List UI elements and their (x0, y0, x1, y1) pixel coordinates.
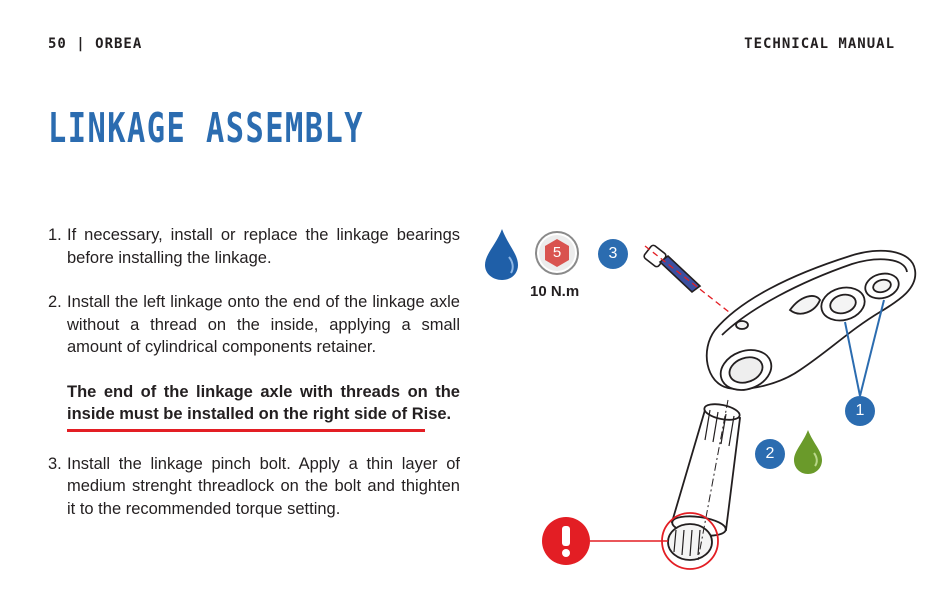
callout-3-badge (598, 239, 628, 269)
step-number: 3. (48, 454, 62, 473)
step-2: 2. Install the left linkage onto the end… (48, 291, 460, 359)
detail-circle (661, 512, 719, 570)
callout-2-badge (755, 439, 785, 469)
hex-bit-icon (535, 231, 579, 275)
linkage-axle (667, 403, 741, 561)
blue-drop-icon (485, 229, 518, 280)
page-number-brand: 50 | ORBEA (48, 36, 143, 52)
callout-1-badge (845, 396, 875, 426)
step-number: 1. (48, 226, 62, 244)
hex-size-label: 5 (552, 244, 562, 261)
step-1: 1. If necessary, install or replace the … (48, 224, 460, 269)
linkage-arm (705, 249, 917, 391)
linkage-diagram (485, 229, 917, 570)
callout-2: 2 (765, 445, 775, 462)
torque-label: 10 N.m (530, 283, 580, 300)
callout-1: 1 (855, 402, 865, 419)
pinch-bolt (643, 244, 702, 294)
step-number: 2. (48, 293, 62, 311)
exclamation-icon (542, 517, 590, 565)
step-text: If necessary, install or replace the lin… (67, 226, 460, 267)
manual-name: TECHNICAL MANUAL (744, 36, 895, 52)
step-text: Install the left linkage onto the end of… (67, 293, 460, 356)
green-drop-icon (794, 430, 822, 474)
step-3: 3. Install the linkage pinch bolt. Apply… (48, 453, 460, 521)
callout-3: 3 (608, 245, 618, 262)
step-text: Install the linkage pinch bolt. Apply a … (67, 454, 460, 518)
warning-underline (67, 428, 425, 432)
page-title: LINKAGE ASSEMBLY (48, 104, 364, 152)
warning-note: The end of the linkage axle with threads… (67, 382, 460, 424)
instruction-list: 1. If necessary, install or replace the … (48, 224, 460, 520)
